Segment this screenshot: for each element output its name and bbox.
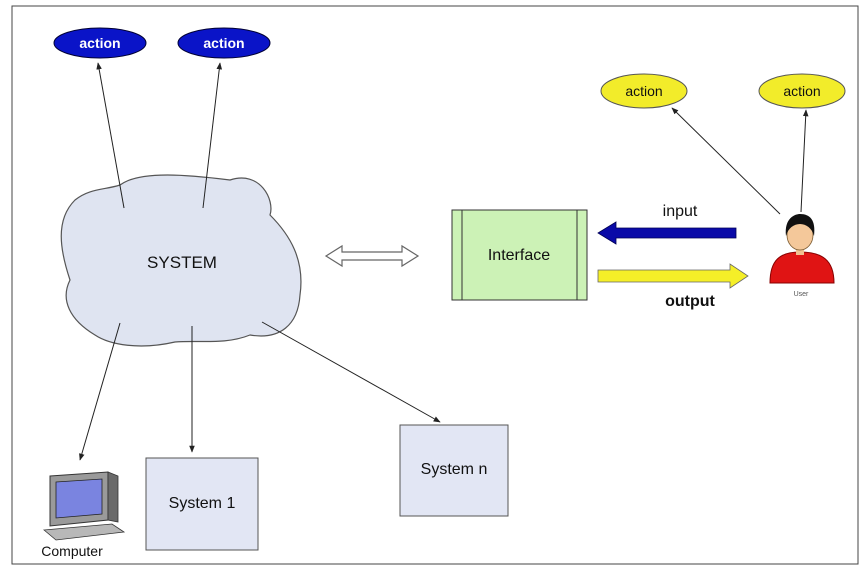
- user-action-label: action: [783, 83, 820, 99]
- computer-label: Computer: [41, 543, 103, 559]
- user-action-label: action: [625, 83, 662, 99]
- bidirectional-arrow: [324, 244, 420, 268]
- system-1-box[interactable]: System 1: [145, 457, 259, 551]
- system-action-2[interactable]: action: [177, 27, 271, 59]
- system-cloud: SYSTEM: [60, 174, 302, 347]
- system-n-box[interactable]: System n: [399, 424, 509, 517]
- user-label: User: [794, 291, 809, 298]
- arrow-system-to-system-n: [261, 321, 441, 423]
- arrow-system-to-computer: [79, 322, 121, 461]
- output-arrow: output: [597, 263, 749, 310]
- arrow-user-to-action-2: [800, 109, 809, 213]
- input-label: input: [663, 203, 698, 220]
- input-arrow: input: [597, 203, 737, 245]
- user-action-2[interactable]: action: [758, 73, 846, 109]
- output-label: output: [665, 293, 715, 310]
- computer-icon[interactable]: Computer: [41, 471, 126, 559]
- arrow-system-to-action-2: [202, 62, 223, 209]
- system-action-label: action: [79, 35, 120, 51]
- interface-box[interactable]: Interface: [451, 209, 588, 301]
- arrow-user-to-action-1: [671, 107, 781, 215]
- system-label: SYSTEM: [147, 253, 217, 272]
- user-icon[interactable]: User: [769, 214, 835, 298]
- user-action-1[interactable]: action: [600, 73, 688, 109]
- arrow-system-to-action-1: [96, 62, 125, 209]
- system-action-label: action: [203, 35, 244, 51]
- system-action-1[interactable]: action: [53, 27, 147, 59]
- system-n-label: System n: [421, 461, 488, 478]
- interface-label: Interface: [488, 247, 550, 264]
- system-1-label: System 1: [169, 495, 236, 512]
